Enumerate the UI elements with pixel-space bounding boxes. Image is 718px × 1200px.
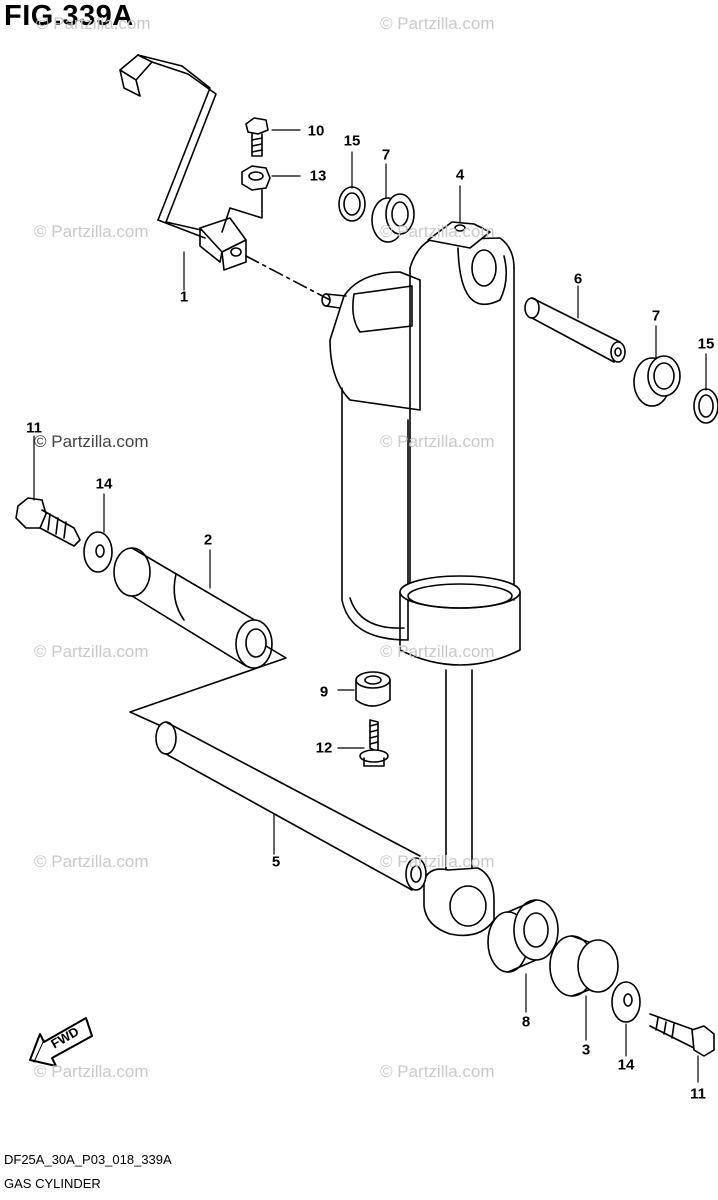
watermark: © Partzilla.com bbox=[380, 222, 495, 241]
axis-line bbox=[245, 255, 331, 301]
callout-11[interactable]: 11 bbox=[26, 419, 42, 437]
callout-10[interactable]: 10 bbox=[307, 122, 325, 140]
callout-1[interactable]: 1 bbox=[179, 288, 189, 306]
callout-9[interactable]: 9 bbox=[319, 683, 329, 701]
nut-part bbox=[241, 165, 271, 191]
leader-collar bbox=[129, 645, 287, 731]
callout-15[interactable]: 15 bbox=[343, 132, 361, 150]
watermark: © Partzilla.com bbox=[380, 1062, 495, 1081]
watermark: © Partzilla.com bbox=[380, 432, 495, 451]
callout-14[interactable]: 14 bbox=[95, 475, 113, 493]
callout-11[interactable]: 11 bbox=[690, 1085, 706, 1103]
bolt-small-part bbox=[245, 117, 269, 157]
collar-small-part bbox=[355, 671, 391, 707]
ring-right-part bbox=[693, 388, 718, 424]
watermark: © Partzilla.com bbox=[380, 14, 495, 33]
collar-part bbox=[549, 935, 619, 997]
fwd-arrow-icon bbox=[29, 1017, 93, 1067]
figure-code: DF25A_30A_P03_018_339A bbox=[4, 1152, 172, 1167]
bushing-upper-right-part bbox=[633, 355, 681, 407]
figure-name: GAS CYLINDER bbox=[4, 1176, 101, 1191]
bolt-right-part bbox=[649, 1013, 715, 1057]
leader-bracket bbox=[221, 189, 263, 233]
callout-2[interactable]: 2 bbox=[203, 531, 213, 549]
callout-7[interactable]: 7 bbox=[381, 146, 391, 164]
bushing-upper-left-part bbox=[371, 193, 415, 243]
washer-right-part bbox=[611, 981, 641, 1023]
bushing-lower-part bbox=[487, 899, 559, 973]
bolt-flange-part bbox=[359, 719, 389, 767]
callout-3[interactable]: 3 bbox=[581, 1041, 591, 1059]
bolt-left-part bbox=[15, 497, 81, 547]
shaft-long-part bbox=[155, 721, 427, 891]
callout-8[interactable]: 8 bbox=[521, 1013, 531, 1031]
callout-15[interactable]: 15 bbox=[697, 335, 715, 353]
washer-left-part bbox=[83, 531, 113, 573]
leader-lines bbox=[33, 129, 707, 1083]
bracket-part bbox=[119, 54, 247, 271]
callout-7[interactable]: 7 bbox=[651, 307, 661, 325]
gas-cylinder-part bbox=[321, 221, 521, 937]
pin-part bbox=[524, 297, 626, 363]
callout-6[interactable]: 6 bbox=[573, 270, 583, 288]
callout-4[interactable]: 4 bbox=[455, 166, 465, 184]
callout-5[interactable]: 5 bbox=[271, 853, 281, 871]
callout-14[interactable]: 14 bbox=[617, 1056, 635, 1074]
watermark: © Partzilla.com bbox=[34, 222, 149, 241]
ring-left-part bbox=[338, 186, 366, 222]
watermark: © Partzilla.com bbox=[380, 852, 495, 871]
watermark: © Partzilla.com bbox=[34, 432, 149, 451]
watermark: © Partzilla.com bbox=[34, 642, 149, 661]
watermark: © Partzilla.com bbox=[36, 14, 151, 33]
figure-title: FIG.339A bbox=[4, 0, 134, 32]
watermark: © Partzilla.com bbox=[34, 852, 149, 871]
watermark: © Partzilla.com bbox=[380, 642, 495, 661]
callout-13[interactable]: 13 bbox=[309, 167, 327, 185]
callout-12[interactable]: 12 bbox=[315, 739, 333, 757]
collar-large-part bbox=[113, 547, 273, 669]
watermark: © Partzilla.com bbox=[34, 1062, 149, 1081]
